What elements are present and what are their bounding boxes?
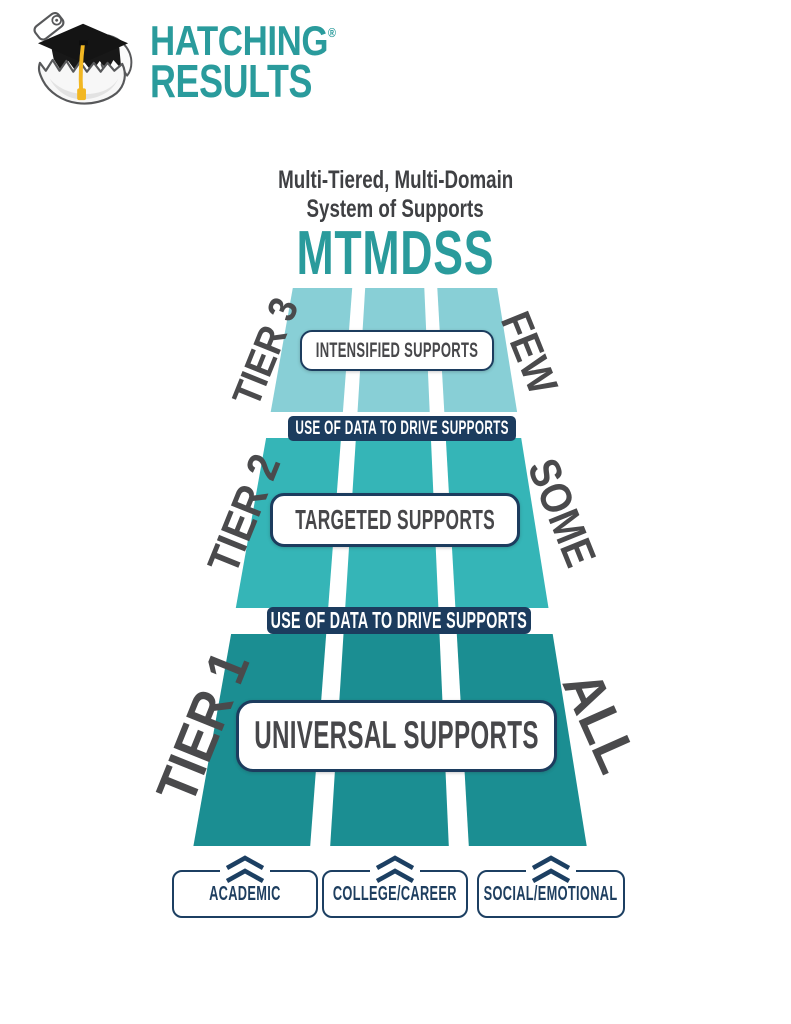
brand-line1: HATCHING (150, 17, 329, 64)
domain-box-academic: ACADEMIC (172, 855, 318, 918)
egg-graduation-cap-icon (33, 11, 133, 105)
data-band-top: USE OF DATA TO DRIVE SUPPORTS (288, 416, 516, 441)
domain-label-academic: ACADEMIC (209, 882, 281, 905)
domain-box-social-emotional: SOCIAL/EMOTIONAL (477, 855, 625, 918)
up-chevron-icon (370, 855, 420, 885)
up-chevron-icon (526, 855, 576, 885)
domain-label-college-career: COLLEGE/CAREER (333, 882, 457, 905)
hatching-results-logo (26, 10, 144, 106)
brand-line2: RESULTS (150, 55, 313, 107)
title-acronym: MTMDSS (296, 219, 495, 288)
universal-supports-pill: UNIVERSAL SUPPORTS (236, 700, 557, 772)
title-block: Multi-Tiered, Multi-Domain System of Sup… (0, 166, 791, 288)
up-chevron-icon (220, 855, 270, 885)
data-band-bottom: USE OF DATA TO DRIVE SUPPORTS (267, 607, 531, 634)
targeted-supports-pill: TARGETED SUPPORTS (270, 493, 520, 547)
registered-trademark: ® (328, 25, 337, 40)
domain-label-social-emotional: SOCIAL/EMOTIONAL (484, 882, 618, 905)
title-line-2: System of Supports (306, 195, 485, 223)
intensified-supports-pill: INTENSIFIED SUPPORTS (300, 330, 494, 371)
brand-wordmark: HATCHING® RESULTS (150, 14, 374, 107)
domain-box-college-career: COLLEGE/CAREER (322, 855, 468, 918)
title-line-1: Multi-Tiered, Multi-Domain (277, 166, 514, 194)
